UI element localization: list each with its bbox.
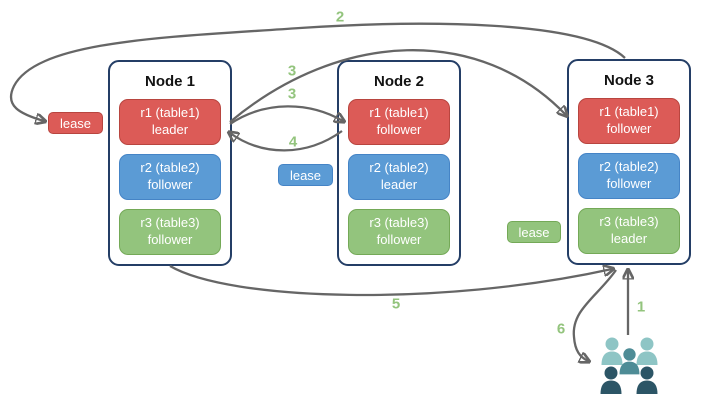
node-2-title: Node 2: [373, 73, 424, 90]
replica-role: follower: [147, 177, 193, 192]
step-label-3b: 3: [287, 85, 297, 103]
replica-label: r3 (table3): [599, 214, 659, 230]
replica-label: r3 (table3): [140, 215, 200, 231]
node-3-replica-r2: r2 (table2) follower: [578, 153, 680, 199]
arrow-step5: [169, 266, 612, 297]
replica-label: r3 (table3): [369, 215, 429, 231]
replica-label: r2 (table2): [369, 160, 429, 176]
replica-role: leader: [151, 122, 189, 137]
replica-role: follower: [376, 232, 422, 247]
replica-label: r1 (table1): [599, 104, 659, 120]
replica-label: r1 (table1): [369, 105, 429, 121]
step-label-3a: 3: [287, 62, 297, 80]
node-3-replica-r3: r3 (table3) leader: [578, 208, 680, 254]
replica-label: r2 (table2): [599, 159, 659, 175]
lease-badge-blue: lease: [278, 164, 333, 186]
replica-role: follower: [376, 122, 422, 137]
step-label-5: 5: [391, 295, 401, 313]
step-label-2: 2: [335, 8, 345, 26]
node-2-replica-r2: r2 (table2) leader: [348, 154, 450, 200]
users-icon: [600, 337, 658, 394]
node-2: Node 2 r1 (table1) follower r2 (table2) …: [337, 60, 461, 266]
node-3: Node 3 r1 (table1) follower r2 (table2) …: [567, 59, 691, 265]
node-3-title: Node 3: [603, 72, 654, 89]
replica-role: follower: [606, 176, 652, 191]
lease-badge-red: lease: [48, 112, 103, 134]
node-3-replica-r1: r1 (table1) follower: [578, 98, 680, 144]
node-1-replica-r2: r2 (table2) follower: [119, 154, 221, 200]
replica-role: follower: [147, 232, 193, 247]
node-2-replica-r1: r1 (table1) follower: [348, 99, 450, 145]
replica-role: leader: [610, 231, 648, 246]
replica-label: r2 (table2): [140, 160, 200, 176]
arrow-step3-to-node2: [229, 105, 343, 125]
node-2-replica-r3: r3 (table3) follower: [348, 209, 450, 255]
node-1-title: Node 1: [144, 73, 195, 90]
node-1-replica-r1: r1 (table1) leader: [119, 99, 221, 145]
step-label-1: 1: [636, 298, 646, 316]
arrow-step4: [230, 131, 343, 152]
step-label-6: 6: [556, 320, 566, 338]
replica-label: r1 (table1): [140, 105, 200, 121]
node-1: Node 1 r1 (table1) leader r2 (table2) fo…: [108, 60, 232, 266]
replica-role: follower: [606, 121, 652, 136]
lease-badge-green: lease: [507, 221, 561, 243]
arrow-step2: [9, 22, 626, 121]
node-1-replica-r3: r3 (table3) follower: [119, 209, 221, 255]
step-label-4: 4: [288, 133, 298, 151]
replica-role: leader: [380, 177, 418, 192]
